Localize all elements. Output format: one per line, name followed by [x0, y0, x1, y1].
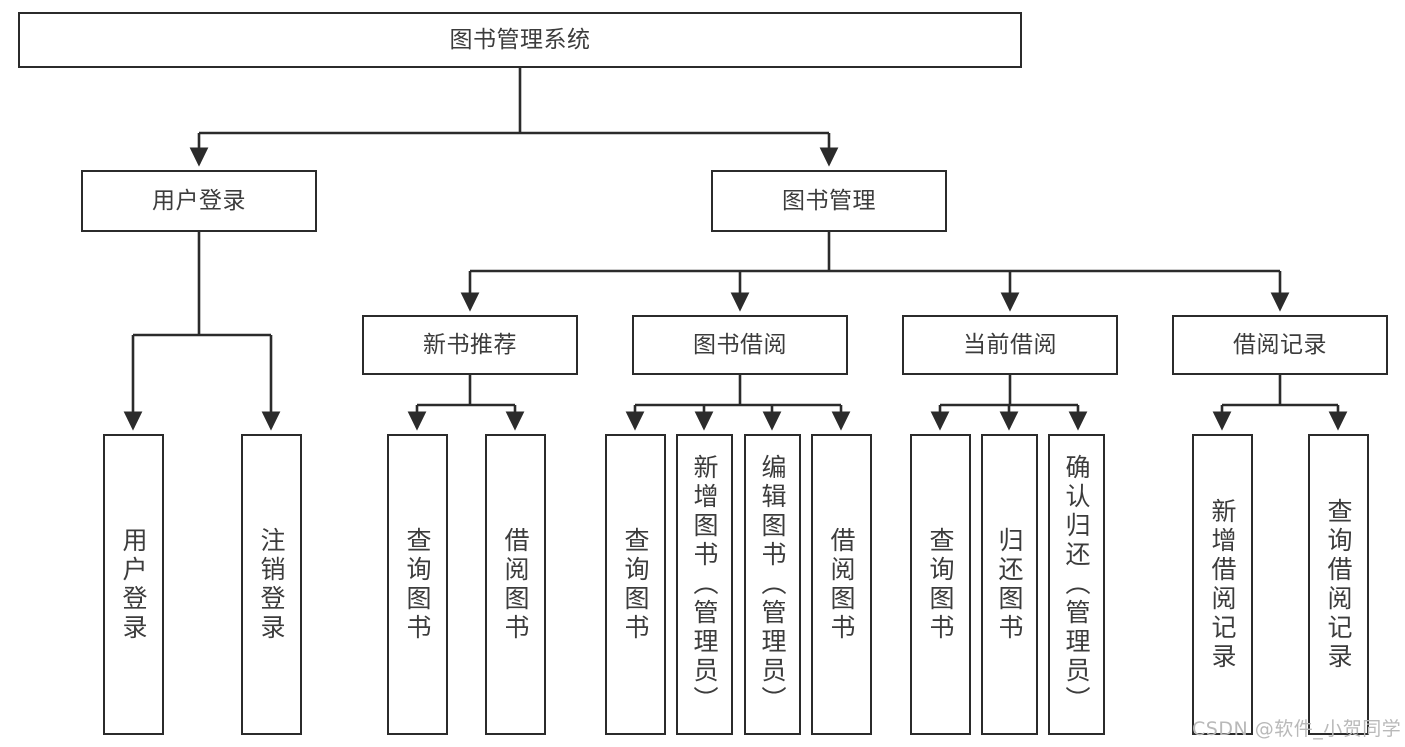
node-borrow-record[interactable]: 借阅记录: [1172, 315, 1388, 375]
node-leaf-add-record-label: 新增借阅记录: [1208, 497, 1237, 672]
node-leaf-logout-login-label: 注销登录: [257, 526, 286, 643]
node-borrow-record-label: 借阅记录: [1233, 331, 1327, 358]
watermark-text: CSDN @软件_小贺同学: [1192, 718, 1402, 740]
node-leaf-edit-book[interactable]: 编辑图书（管理员）: [744, 434, 801, 735]
node-leaf-query-book-2-label: 查询图书: [621, 526, 650, 643]
node-leaf-user-login[interactable]: 用户登录: [103, 434, 164, 735]
node-leaf-edit-book-label: 编辑图书（管理员）: [758, 454, 787, 715]
node-root[interactable]: 图书管理系统: [18, 12, 1022, 68]
node-leaf-return-book[interactable]: 归还图书: [981, 434, 1038, 735]
node-root-label: 图书管理系统: [449, 26, 591, 53]
node-book-management-label: 图书管理: [782, 187, 876, 214]
node-leaf-borrow-book-2[interactable]: 借阅图书: [811, 434, 872, 735]
node-leaf-return-book-label: 归还图书: [995, 526, 1024, 643]
node-user-login-label: 用户登录: [152, 187, 246, 214]
node-leaf-query-book-2[interactable]: 查询图书: [605, 434, 666, 735]
node-book-borrow[interactable]: 图书借阅: [632, 315, 848, 375]
node-new-book-recommend-label: 新书推荐: [423, 331, 517, 358]
node-book-management[interactable]: 图书管理: [711, 170, 947, 232]
node-user-login[interactable]: 用户登录: [81, 170, 317, 232]
node-new-book-recommend[interactable]: 新书推荐: [362, 315, 578, 375]
node-leaf-confirm-return-label: 确认归还（管理员）: [1062, 454, 1091, 715]
node-leaf-query-book-3-label: 查询图书: [926, 526, 955, 643]
node-leaf-add-record[interactable]: 新增借阅记录: [1192, 434, 1253, 735]
node-current-borrow-label: 当前借阅: [963, 331, 1057, 358]
node-leaf-add-book-label: 新增图书（管理员）: [690, 454, 719, 715]
node-leaf-add-book[interactable]: 新增图书（管理员）: [676, 434, 733, 735]
node-leaf-user-login-label: 用户登录: [119, 526, 148, 643]
node-leaf-query-record[interactable]: 查询借阅记录: [1308, 434, 1369, 735]
node-current-borrow[interactable]: 当前借阅: [902, 315, 1118, 375]
node-leaf-confirm-return[interactable]: 确认归还（管理员）: [1048, 434, 1105, 735]
node-book-borrow-label: 图书借阅: [693, 331, 787, 358]
node-leaf-borrow-book-1-label: 借阅图书: [501, 526, 530, 643]
node-leaf-logout-login[interactable]: 注销登录: [241, 434, 302, 735]
node-leaf-query-record-label: 查询借阅记录: [1324, 497, 1353, 672]
node-leaf-query-book-1[interactable]: 查询图书: [387, 434, 448, 735]
node-leaf-query-book-3[interactable]: 查询图书: [910, 434, 971, 735]
node-leaf-borrow-book-2-label: 借阅图书: [827, 526, 856, 643]
node-leaf-borrow-book-1[interactable]: 借阅图书: [485, 434, 546, 735]
node-leaf-query-book-1-label: 查询图书: [403, 526, 432, 643]
